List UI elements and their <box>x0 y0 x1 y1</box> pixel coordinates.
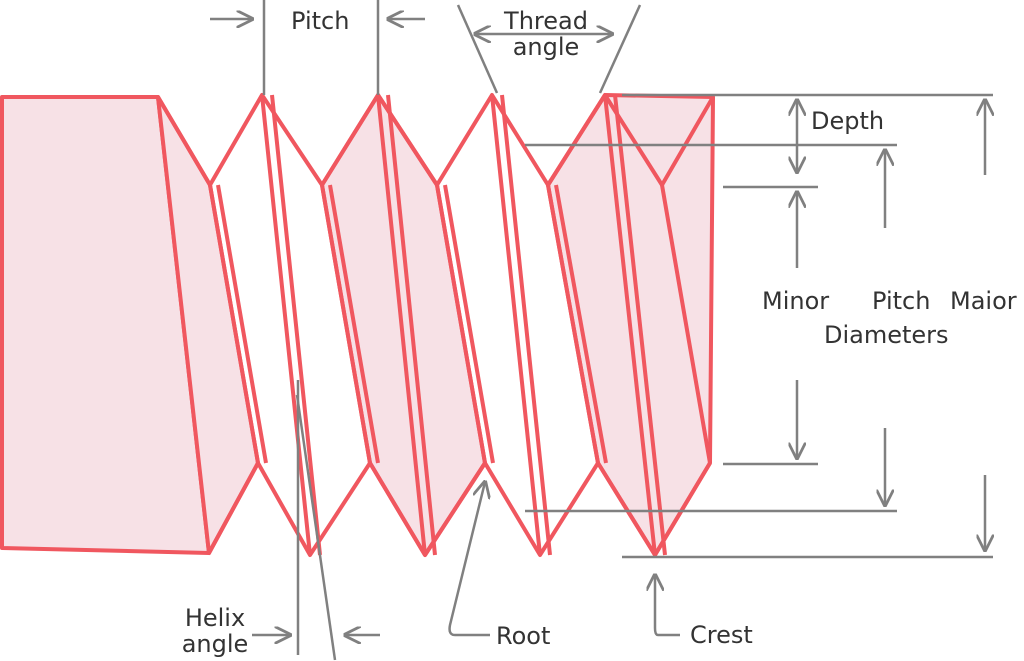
pitch-label: Pitch <box>291 7 350 35</box>
annotations <box>210 0 993 661</box>
thread-angle-label-line2: angle <box>512 33 580 61</box>
thread-angle-label-line1: Thread <box>504 7 588 35</box>
helix-angle-label-line2: angle <box>181 630 249 658</box>
thread-profile-bottom <box>207 461 712 557</box>
crest-label: Crest <box>690 621 753 649</box>
root-label: Root <box>496 622 551 650</box>
helix-lines <box>208 94 712 556</box>
pitch-diameter-label: Pitch <box>872 287 931 315</box>
screw-thread <box>0 93 715 557</box>
diameters-label: Diameters <box>824 321 949 349</box>
minor-diameter-label: Minor <box>762 287 830 315</box>
helix-angle-label-line1: Helix <box>184 604 246 632</box>
depth-label: Depth <box>811 107 885 135</box>
major-diameter-label: Maior <box>950 287 1017 315</box>
